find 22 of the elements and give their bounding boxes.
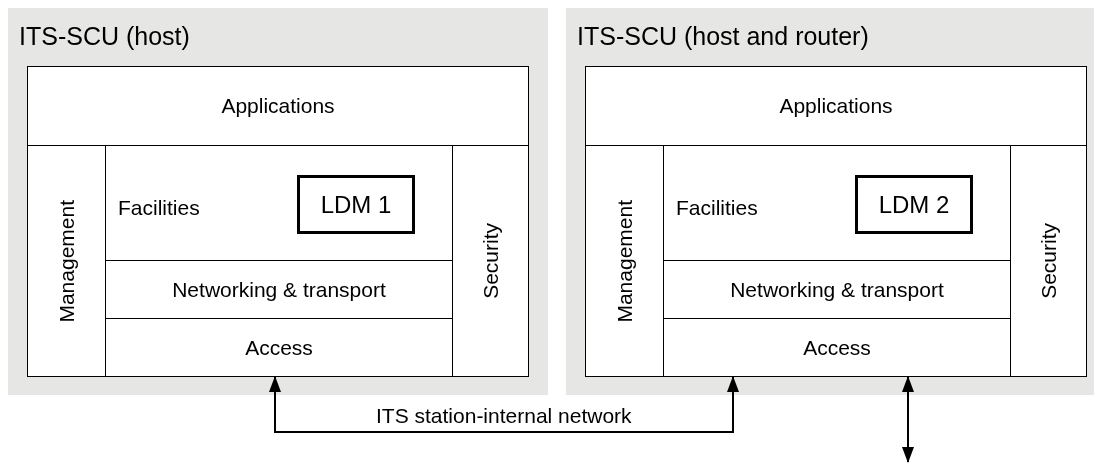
layer-box: Management [27,145,106,377]
arrow [902,376,914,463]
device-panel [566,8,1094,395]
layer-box: Networking & transport [663,260,1011,319]
layer-box: Access [663,318,1011,377]
layer-box: Applications [585,66,1087,146]
layer-label: Facilities [676,196,758,220]
layer-box: Management [585,145,664,377]
layer-label: Facilities [118,196,200,220]
layer-box: Security [452,145,529,377]
ldm-box: LDM 2 [855,175,973,234]
device-panel [8,8,548,395]
panel-title: ITS-SCU (host) [19,22,190,51]
layer-box: Access [105,318,453,377]
layer-box: Networking & transport [105,260,453,319]
layer-box [105,145,453,261]
layer-box: Applications [27,66,529,146]
ldm-box: LDM 1 [297,175,415,234]
layer-box: Security [1010,145,1087,377]
layer-box [663,145,1011,261]
panel-title: ITS-SCU (host and router) [577,22,869,51]
arrow [269,376,739,433]
